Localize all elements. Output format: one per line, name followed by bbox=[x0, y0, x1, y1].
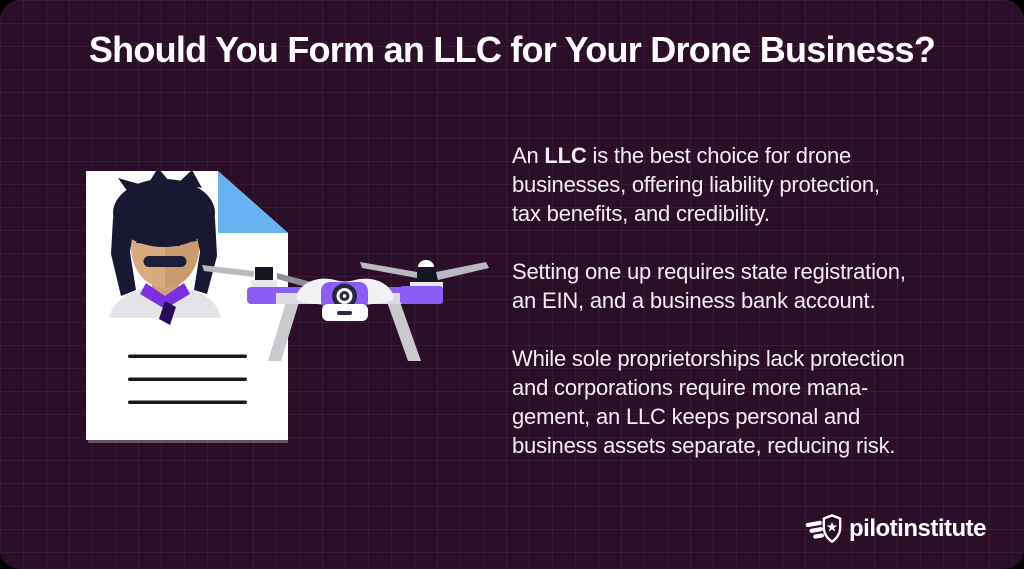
p1-llc-bold: LLC bbox=[544, 143, 587, 168]
page-title: Should You Form an LLC for Your Drone Bu… bbox=[88, 29, 936, 70]
paragraph-llc-benefits: An LLC is the best choice for drone busi… bbox=[512, 141, 1002, 228]
logo-text: pilotinstitute bbox=[849, 515, 986, 542]
winged-shield-star-icon bbox=[805, 514, 842, 543]
document-text-lines bbox=[128, 354, 247, 404]
folded-corner bbox=[218, 171, 288, 233]
body-text: An LLC is the best choice for drone busi… bbox=[512, 141, 1002, 460]
profile-document-illustration bbox=[86, 168, 288, 443]
propeller-blades bbox=[202, 262, 489, 291]
person-avatar bbox=[109, 168, 221, 325]
paragraph-setup-requirements: Setting one up requires state registrati… bbox=[512, 259, 906, 313]
arm-end-purple bbox=[400, 286, 443, 304]
page-shadow bbox=[88, 440, 288, 443]
quadcopter-drone-illustration bbox=[202, 260, 489, 361]
chin-slot bbox=[337, 311, 352, 315]
mustache bbox=[143, 256, 187, 267]
hair bbox=[111, 168, 217, 296]
p1-rest: is the best choice for drone businesses,… bbox=[512, 143, 880, 226]
paragraph-entity-comparison: While sole proprietorships lack protecti… bbox=[512, 346, 905, 458]
camera-lens bbox=[332, 283, 357, 309]
landing-legs bbox=[268, 299, 421, 361]
pilot-institute-logo: pilotinstitute bbox=[802, 513, 986, 545]
collar bbox=[140, 283, 190, 309]
p1-prefix: An bbox=[512, 143, 545, 168]
tie bbox=[159, 301, 176, 325]
